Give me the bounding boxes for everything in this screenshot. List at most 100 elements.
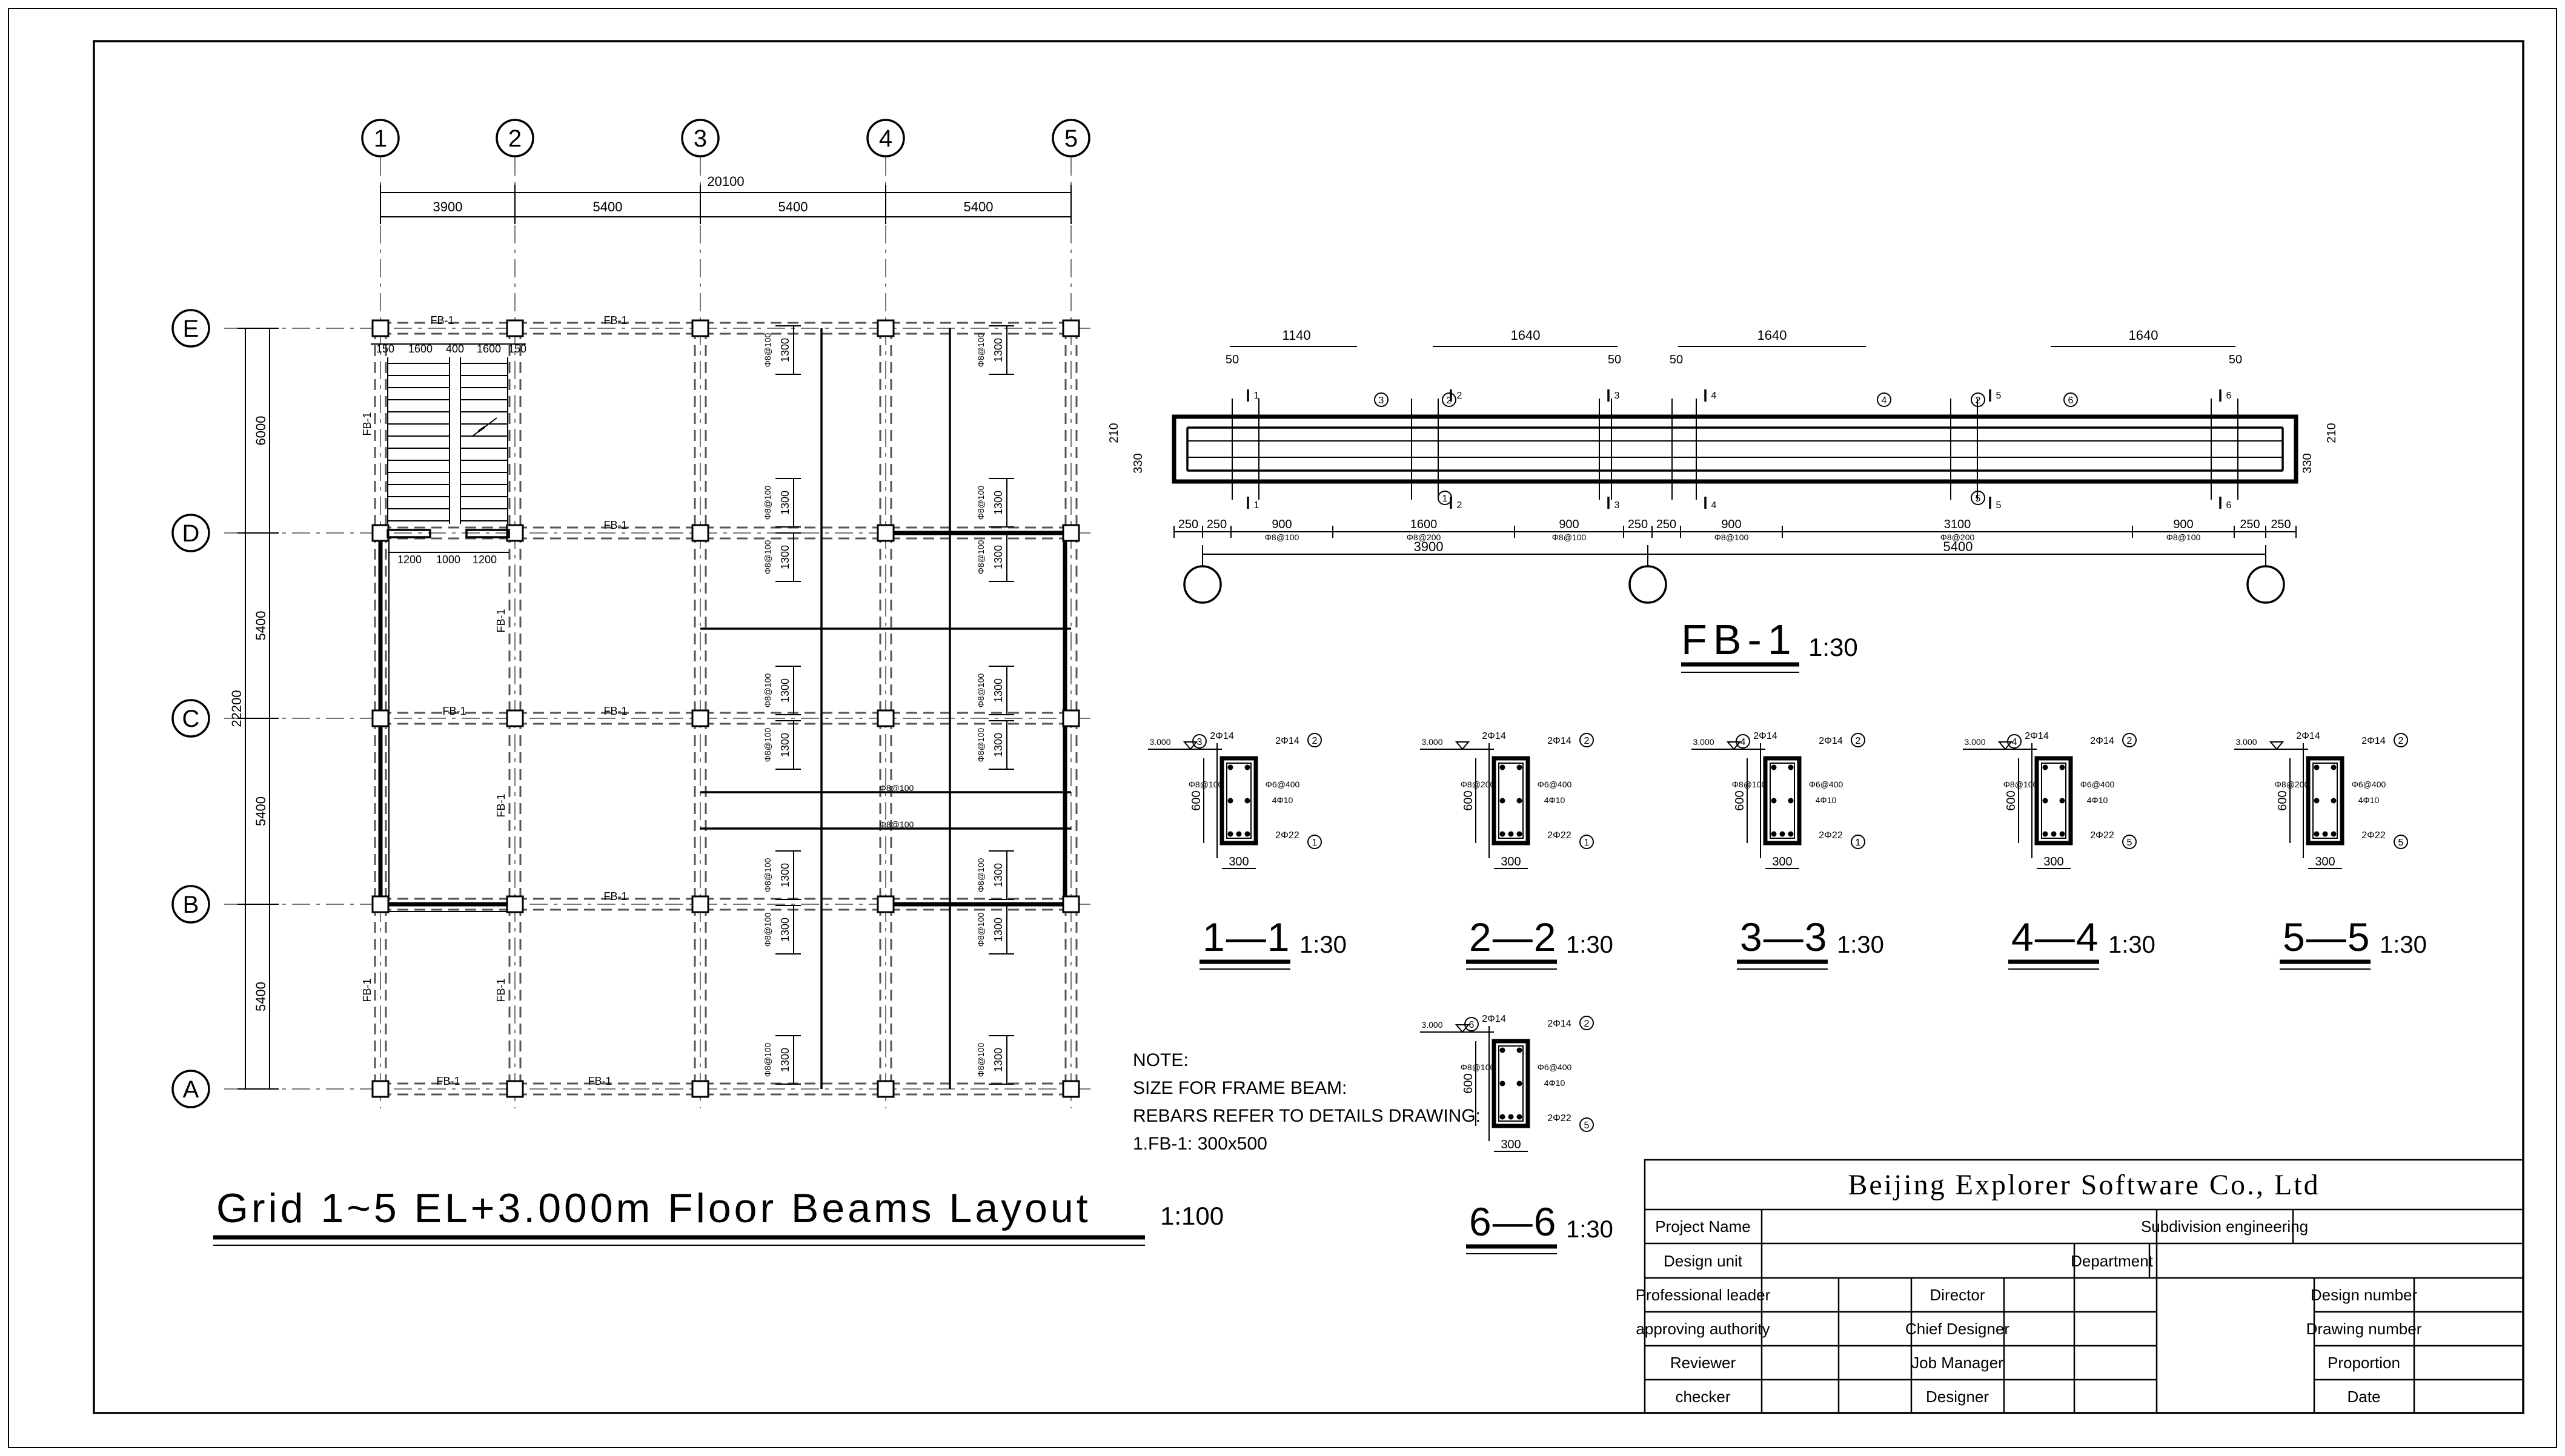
section-width: 300: [1501, 1138, 1521, 1151]
rebar-dot: [1244, 831, 1250, 837]
opening: [387, 529, 431, 538]
column: [877, 709, 895, 727]
grid-bubble-D: [171, 514, 210, 552]
tb-project-name: Project Name: [1655, 1217, 1751, 1236]
rebar-dot: [2314, 831, 2320, 837]
rebar-dot: [2331, 831, 2337, 837]
grid-bubble-A: [171, 1070, 210, 1108]
elev-marker: [1455, 741, 1470, 750]
dim-height: 210: [1107, 423, 1121, 443]
section-bottom-rebar: 2Φ22: [2361, 830, 2386, 841]
span-1300: 1300: [992, 918, 1004, 942]
rebar-callout-label: 2: [1584, 1019, 1590, 1029]
elev-marker: [1997, 741, 2013, 750]
rebar-callout-label: 2: [2398, 736, 2404, 746]
plan-beams: [374, 322, 1078, 1096]
column: [691, 1080, 709, 1098]
dim-top: 1640: [1511, 328, 1541, 343]
section-top-rebar-left: 2Φ14: [1210, 731, 1234, 741]
dim-bottom: 900: [1272, 518, 1292, 531]
grid-bubble-E: [171, 309, 210, 348]
section-side-count: 4Φ10: [2087, 795, 2108, 805]
rebar-note: Φ8@100: [763, 333, 772, 368]
rebar-callout: [1464, 1017, 1479, 1031]
dim-bay-width: 3900: [433, 199, 463, 214]
rebar-dot: [1508, 1114, 1514, 1120]
tb-drawing-number: Drawing number: [2306, 1320, 2422, 1338]
section-side-rebar: Φ6@400: [2352, 779, 2386, 789]
plan-scale: 1:100: [1160, 1202, 1224, 1230]
tb-checker: checker: [1675, 1388, 1730, 1406]
beam-label: FB-1: [588, 1075, 611, 1087]
rebar-dot: [2331, 798, 2337, 804]
rebar-callout: [1307, 835, 1322, 849]
rebar-dot: [1499, 764, 1505, 770]
section-outline: [1219, 756, 1258, 845]
opening-dim: 1200: [397, 554, 422, 566]
beam-label: FB-1: [436, 1075, 460, 1087]
tb-reviewer: Reviewer: [1670, 1354, 1736, 1372]
rebar-dot: [2059, 798, 2065, 804]
section-cut-label: 2: [1457, 391, 1462, 401]
span-1300: 1300: [779, 863, 791, 887]
opening-dim: 1200: [473, 554, 497, 566]
plan-grid-lines: [224, 157, 1097, 1108]
rebar-dot: [1499, 831, 1505, 837]
rebar-callout: [2063, 392, 2078, 407]
section-cut-label: 6: [2226, 500, 2232, 511]
rebar-note: Φ8@200: [1407, 532, 1441, 542]
beam-label: FB-1: [495, 609, 507, 632]
rebar-dot: [2314, 764, 2320, 770]
plan-title: Grid 1~5 EL+3.000m Floor Beams Layout: [216, 1185, 1091, 1231]
rebar-callout-label: 2: [1856, 736, 1861, 746]
section-cut-label: 4: [1711, 500, 1717, 511]
rebar-note: Φ8@100: [880, 783, 914, 793]
column: [877, 319, 895, 337]
grid-bubble-2: [496, 119, 534, 157]
rebar-callout: [1736, 734, 1750, 749]
tb-professional-leader: Professional leader: [1636, 1286, 1771, 1304]
rebar-callout: [1374, 392, 1389, 407]
section-label-1: 1—1: [1203, 915, 1290, 959]
dim-span: 5400: [1943, 539, 1973, 554]
column: [1062, 524, 1080, 542]
beam-outline: [1172, 414, 2298, 484]
tb-proportion: Proportion: [2328, 1354, 2400, 1372]
support-bubble: [1628, 565, 1667, 604]
dim-height: 210: [2325, 423, 2338, 443]
rebar-dot: [1771, 831, 1777, 837]
span-1300: 1300: [992, 1048, 1004, 1072]
stirrup: [1498, 763, 1524, 839]
company-name: Beijing Explorer Software Co., Ltd: [1848, 1169, 2320, 1201]
section-side-count: 4Φ10: [1816, 795, 1837, 805]
column: [691, 524, 709, 542]
rebar-note: Φ8@100: [763, 913, 772, 947]
note-line-4: 1.FB-1: 300x500: [1133, 1134, 1267, 1154]
rebar-callout: [1579, 835, 1594, 849]
column: [371, 524, 390, 542]
rebar-dot: [1771, 798, 1777, 804]
stair-dim: 150: [508, 343, 526, 355]
section-label-5: 5—5: [2283, 915, 2371, 959]
section-width: 300: [2043, 855, 2063, 869]
rebar-dot: [1788, 764, 1794, 770]
rebar-dot: [1771, 764, 1777, 770]
span-1300: 1300: [992, 491, 1004, 515]
column: [877, 524, 895, 542]
rebar-callout-label: 2: [1584, 736, 1590, 746]
grid-bubble-B: [171, 885, 210, 924]
section-stirrup: Φ8@100: [1732, 779, 1767, 789]
section-height: 600: [1733, 790, 1747, 810]
rebar-note: Φ8@100: [763, 1043, 772, 1077]
rebar-callout-label: 5: [1976, 494, 1981, 504]
section-width: 300: [2315, 855, 2335, 869]
section-top-rebar-left: 2Φ14: [1482, 731, 1506, 741]
dim-row-spacing: 5400: [253, 982, 268, 1011]
rebar-dot: [1227, 764, 1233, 770]
